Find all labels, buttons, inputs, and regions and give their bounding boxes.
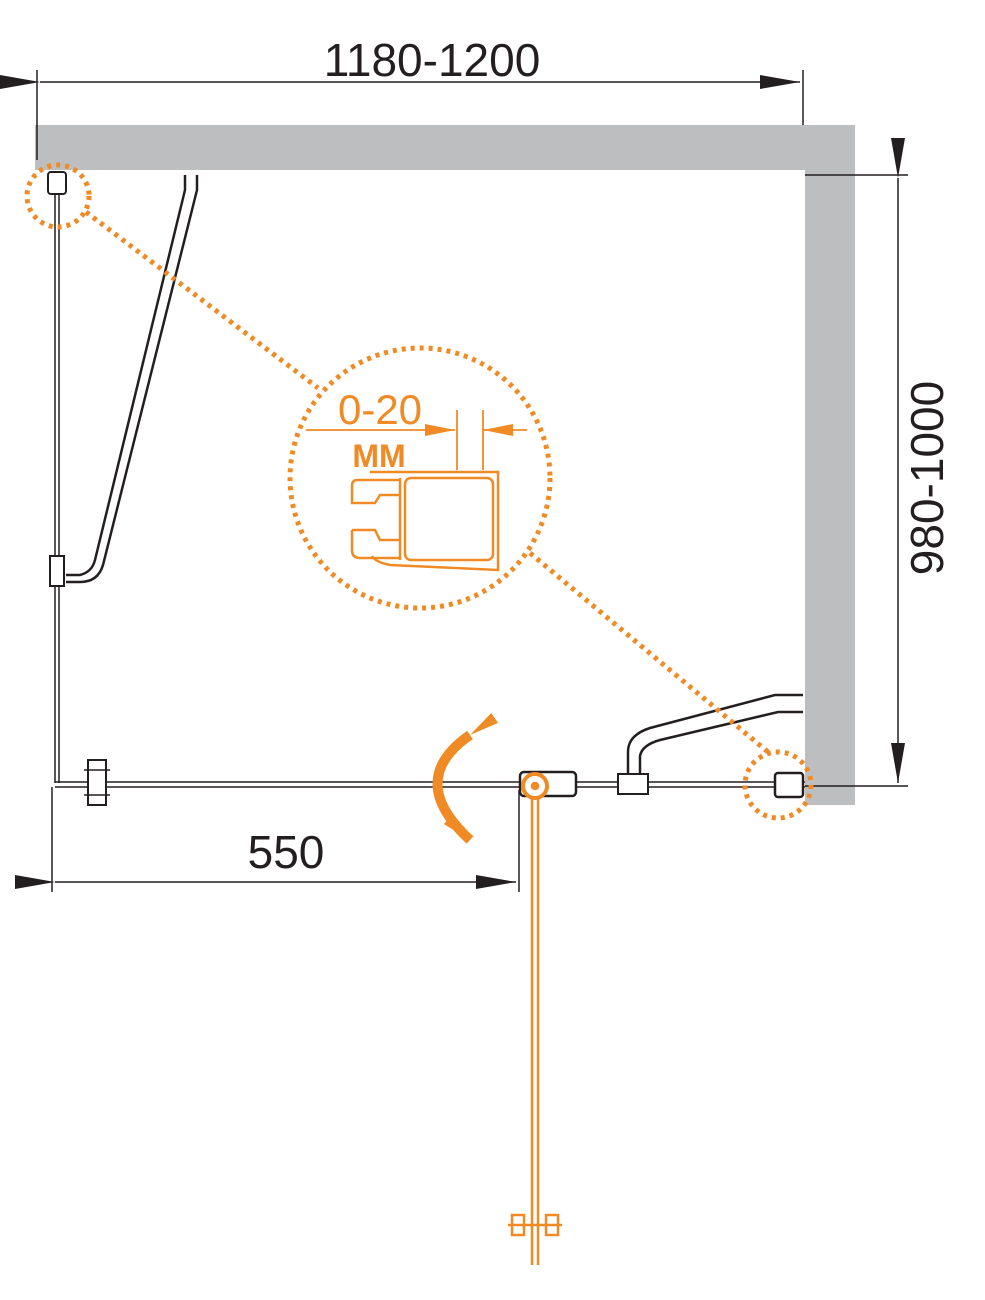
depth-dimension bbox=[805, 138, 908, 787]
support-bar-front bbox=[626, 693, 803, 774]
swing-direction-arrow bbox=[432, 712, 499, 844]
side-wall bbox=[805, 170, 855, 805]
support-bar-side bbox=[66, 175, 199, 584]
front-glass-panel bbox=[55, 759, 805, 806]
panel-width-label: 550 bbox=[248, 826, 325, 878]
wall-profile-right bbox=[773, 771, 805, 799]
panel-width-dimension bbox=[15, 787, 520, 892]
width-dimension bbox=[0, 70, 804, 160]
profile-detail: 0-20 MM bbox=[306, 386, 527, 572]
unit-label: MM bbox=[352, 438, 405, 474]
panel-connector bbox=[87, 759, 107, 806]
depth-label: 980-1000 bbox=[901, 381, 953, 575]
support-bar-clamp bbox=[49, 555, 65, 587]
back-wall bbox=[35, 125, 855, 170]
width-label: 1180-1200 bbox=[324, 34, 541, 86]
side-glass-panel bbox=[47, 171, 67, 783]
adjustment-label: 0-20 bbox=[338, 386, 422, 433]
wall-clamp-top bbox=[47, 171, 67, 195]
detail-magnifier bbox=[287, 345, 553, 611]
door-handle-icon bbox=[508, 1213, 562, 1237]
glass-clamp-right bbox=[617, 773, 649, 795]
detail-callouts bbox=[24, 162, 814, 821]
walls bbox=[35, 125, 855, 805]
open-door bbox=[508, 772, 562, 1265]
